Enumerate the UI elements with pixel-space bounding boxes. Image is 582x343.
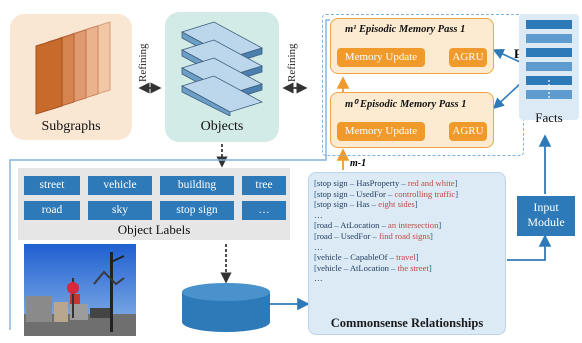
relation-line: [road – UsedFor – find road signs] <box>314 230 433 241</box>
subgraph-stack-icon <box>35 21 111 115</box>
street-photo <box>24 244 136 336</box>
memory-update-button-top: Memory Update <box>337 48 425 67</box>
tag-building: building <box>160 176 234 195</box>
memory-update-button-bottom: Memory Update <box>337 122 425 141</box>
commonsense-to-input-arrow <box>507 234 552 261</box>
relation-ellipsis: … <box>314 273 323 284</box>
input-module-box: Input Module <box>517 196 575 236</box>
objects-label: Objects <box>200 119 244 134</box>
f-label: F <box>514 46 522 61</box>
tag-street: street <box>24 176 80 195</box>
relation-ellipsis: … <box>314 241 323 252</box>
commonsense-panel <box>308 172 506 335</box>
tag-tree: tree <box>242 176 286 195</box>
object-labels-label: Object Labels <box>117 222 191 237</box>
object-blocks-icon <box>180 21 264 116</box>
agru-button-top: AGRU <box>449 48 487 67</box>
facts-stack-icon <box>526 20 572 100</box>
facts-label: Facts <box>535 110 563 125</box>
pass-bottom-title: m⁰ Episodic Memory Pass 1 <box>345 99 467 110</box>
agru-button-bottom: AGRU <box>449 122 487 141</box>
relation-ellipsis: … <box>314 209 323 220</box>
relation-line: [vehicle – CapableOf – travel] <box>314 252 419 263</box>
relation-line: [stop sign – HasProperty – red and white… <box>314 178 458 188</box>
pass-top: m¹ Episodic Memory Pass 1 Memory Update … <box>330 18 494 74</box>
tag-stop-sign: stop sign <box>160 201 234 220</box>
m-minus-1-label: m-1 <box>350 158 367 169</box>
relation-line: [stop sign – Has – eight sides] <box>314 199 418 210</box>
tag-road: road <box>24 201 80 220</box>
tag-ellipsis: … <box>242 201 286 220</box>
database-icon <box>182 283 270 332</box>
subgraphs-label: Subgraphs <box>41 119 101 134</box>
relation-line: [vehicle – AtLocation – the street] <box>314 262 432 273</box>
commonsense-label: Commonsense Relationships <box>330 316 484 330</box>
relations-list: [stop sign – HasProperty – red and white… <box>314 178 458 284</box>
facts-to-pass-bottom-arrow <box>492 83 521 110</box>
tag-sky: sky <box>88 201 152 220</box>
facts-to-pass-top-arrow <box>492 48 521 63</box>
tag-vehicle: vehicle <box>88 176 152 195</box>
pass-bottom: m⁰ Episodic Memory Pass 1 Memory Update … <box>330 92 494 148</box>
pass-top-title: m¹ Episodic Memory Pass 1 <box>345 24 466 35</box>
relation-line: [road – AtLocation – an intersection] <box>314 220 442 231</box>
relation-line: [stop sign – UsedFor – controlling traff… <box>314 188 459 199</box>
